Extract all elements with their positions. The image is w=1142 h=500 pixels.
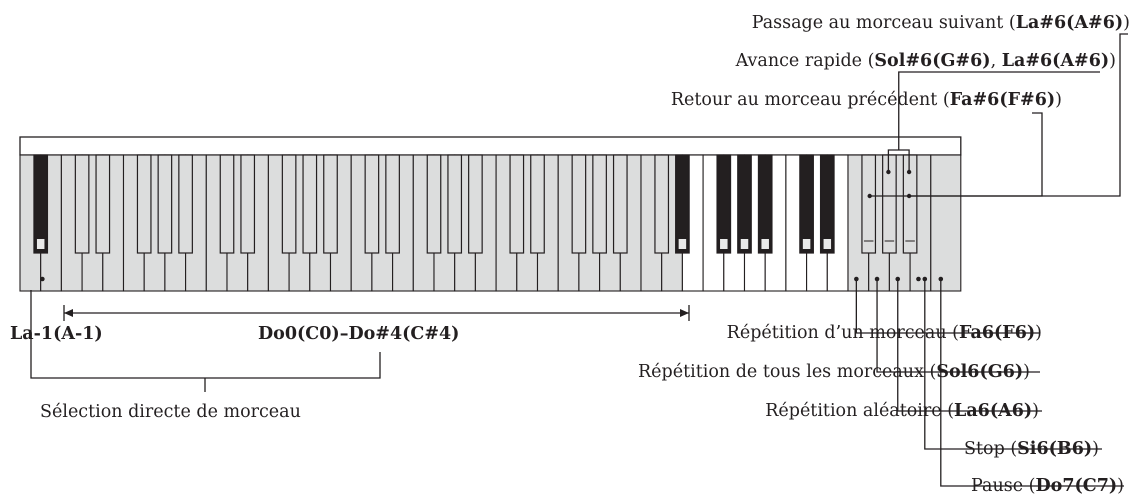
black-key-d-sharp1 <box>240 154 256 254</box>
label-repeat-random: Répétition aléatoire (La6(A6)) <box>765 401 1039 421</box>
black-key-a-sharp5 <box>902 154 918 254</box>
label-direct-song-select: Sélection directe de morceau <box>40 402 301 422</box>
leader-lines <box>30 33 1128 487</box>
black-key-c-sharp3 <box>509 154 525 254</box>
black-key-d-sharp5-glint <box>823 239 832 249</box>
black-key-f-sharp2 <box>426 154 442 254</box>
label-previous-song: Retour au morceau précédent (Fa#6(F#6)) <box>670 90 1062 110</box>
key-name-a6: La6(A6) <box>954 401 1033 421</box>
keyboard-case <box>19 136 962 156</box>
black-key-d-sharp5 <box>819 154 835 254</box>
black-key-g-sharp4-glint <box>740 239 749 249</box>
black-keys <box>33 154 918 254</box>
black-key-a-sharp2 <box>468 154 483 254</box>
white-key-d7 <box>930 154 962 292</box>
black-key-a-sharp3 <box>612 154 628 254</box>
leader-pause <box>940 279 1124 487</box>
black-key-g-sharp5 <box>882 154 897 254</box>
label-pause: Pause (Do7(C7)) <box>971 476 1124 496</box>
black-key-f-sharp3 <box>571 154 587 254</box>
black-key-g-sharp2 <box>447 154 463 254</box>
black-key-d-sharp3 <box>530 154 545 254</box>
black-key-a-sharp-1-glint <box>36 239 45 249</box>
leader-repeat-random <box>897 279 1042 412</box>
label-low-a: La-1(A-1) <box>10 324 103 344</box>
key-name-a-sharp-6: La#6(A#6) <box>1015 13 1124 33</box>
black-key-f-sharp1 <box>281 154 297 254</box>
black-key-c-sharp2 <box>364 154 380 254</box>
leader-stop <box>924 279 1102 450</box>
black-key-c-sharp5 <box>799 154 814 254</box>
black-key-a-sharp1 <box>323 154 338 254</box>
key-name-g6: Sol6(G6) <box>936 362 1024 382</box>
black-key-f-sharp4-glint <box>720 239 728 249</box>
black-key-c-sharp4 <box>654 154 670 254</box>
black-key-f-sharp4 <box>716 154 732 254</box>
black-key-f-sharp0 <box>136 154 152 254</box>
dot-a-1 <box>40 276 45 282</box>
black-key-a-sharp4 <box>757 154 773 254</box>
key-name-f-sharp-6: Fa#6(F#6) <box>949 90 1056 110</box>
black-key-d-sharp0 <box>95 154 111 254</box>
black-key-a-sharp4-glint <box>761 239 769 249</box>
black-key-a-sharp0 <box>178 154 193 254</box>
key-name-g-sharp-6: Sol#6(G#6) <box>874 51 991 71</box>
label-next-song: Passage au morceau suivant (La#6(A#6)) <box>751 13 1130 33</box>
black-key-g-sharp4 <box>737 154 752 254</box>
range-arrowhead-left <box>64 309 73 317</box>
dot-fn-b5 <box>916 276 921 282</box>
black-key-a-sharp-1 <box>33 154 49 254</box>
key-name-b6: Si6(B6) <box>1017 439 1093 459</box>
black-key-d-sharp4-glint <box>678 239 687 249</box>
label-song-range: Do0(C0)–Do#4(C#4) <box>258 324 460 344</box>
black-key-c-sharp0 <box>74 154 90 254</box>
black-key-c-sharp5-glint <box>802 239 811 249</box>
leader-next-song <box>909 33 1128 197</box>
range-arrowhead-right <box>680 309 689 317</box>
key-name-a-sharp-6b: La#6(A#6) <box>1001 51 1110 71</box>
label-repeat-all: Répétition de tous les morceaux (Sol6(G6… <box>638 362 1030 382</box>
black-key-f-sharp5 <box>861 154 877 254</box>
black-key-d-sharp4 <box>675 154 690 254</box>
key-name-f6: Fa6(F6) <box>959 323 1036 343</box>
label-stop: Stop (Si6(B6)) <box>964 439 1099 459</box>
black-key-c-sharp1 <box>219 154 235 254</box>
leader-fast-forward <box>898 71 1100 150</box>
label-fast-forward: Avance rapide (Sol#6(G#6), La#6(A#6)) <box>735 51 1116 71</box>
black-key-g-sharp1 <box>302 154 318 254</box>
key-name-c7: Do7(C7) <box>1035 476 1118 496</box>
leader-repeat-all <box>876 279 1040 373</box>
black-key-g-sharp0 <box>157 154 173 254</box>
label-repeat-one: Répétition d’un morceau (Fa6(F6)) <box>726 323 1042 343</box>
leader-repeat-one <box>855 279 1040 334</box>
black-key-g-sharp3 <box>592 154 607 254</box>
black-key-d-sharp2 <box>385 154 400 254</box>
